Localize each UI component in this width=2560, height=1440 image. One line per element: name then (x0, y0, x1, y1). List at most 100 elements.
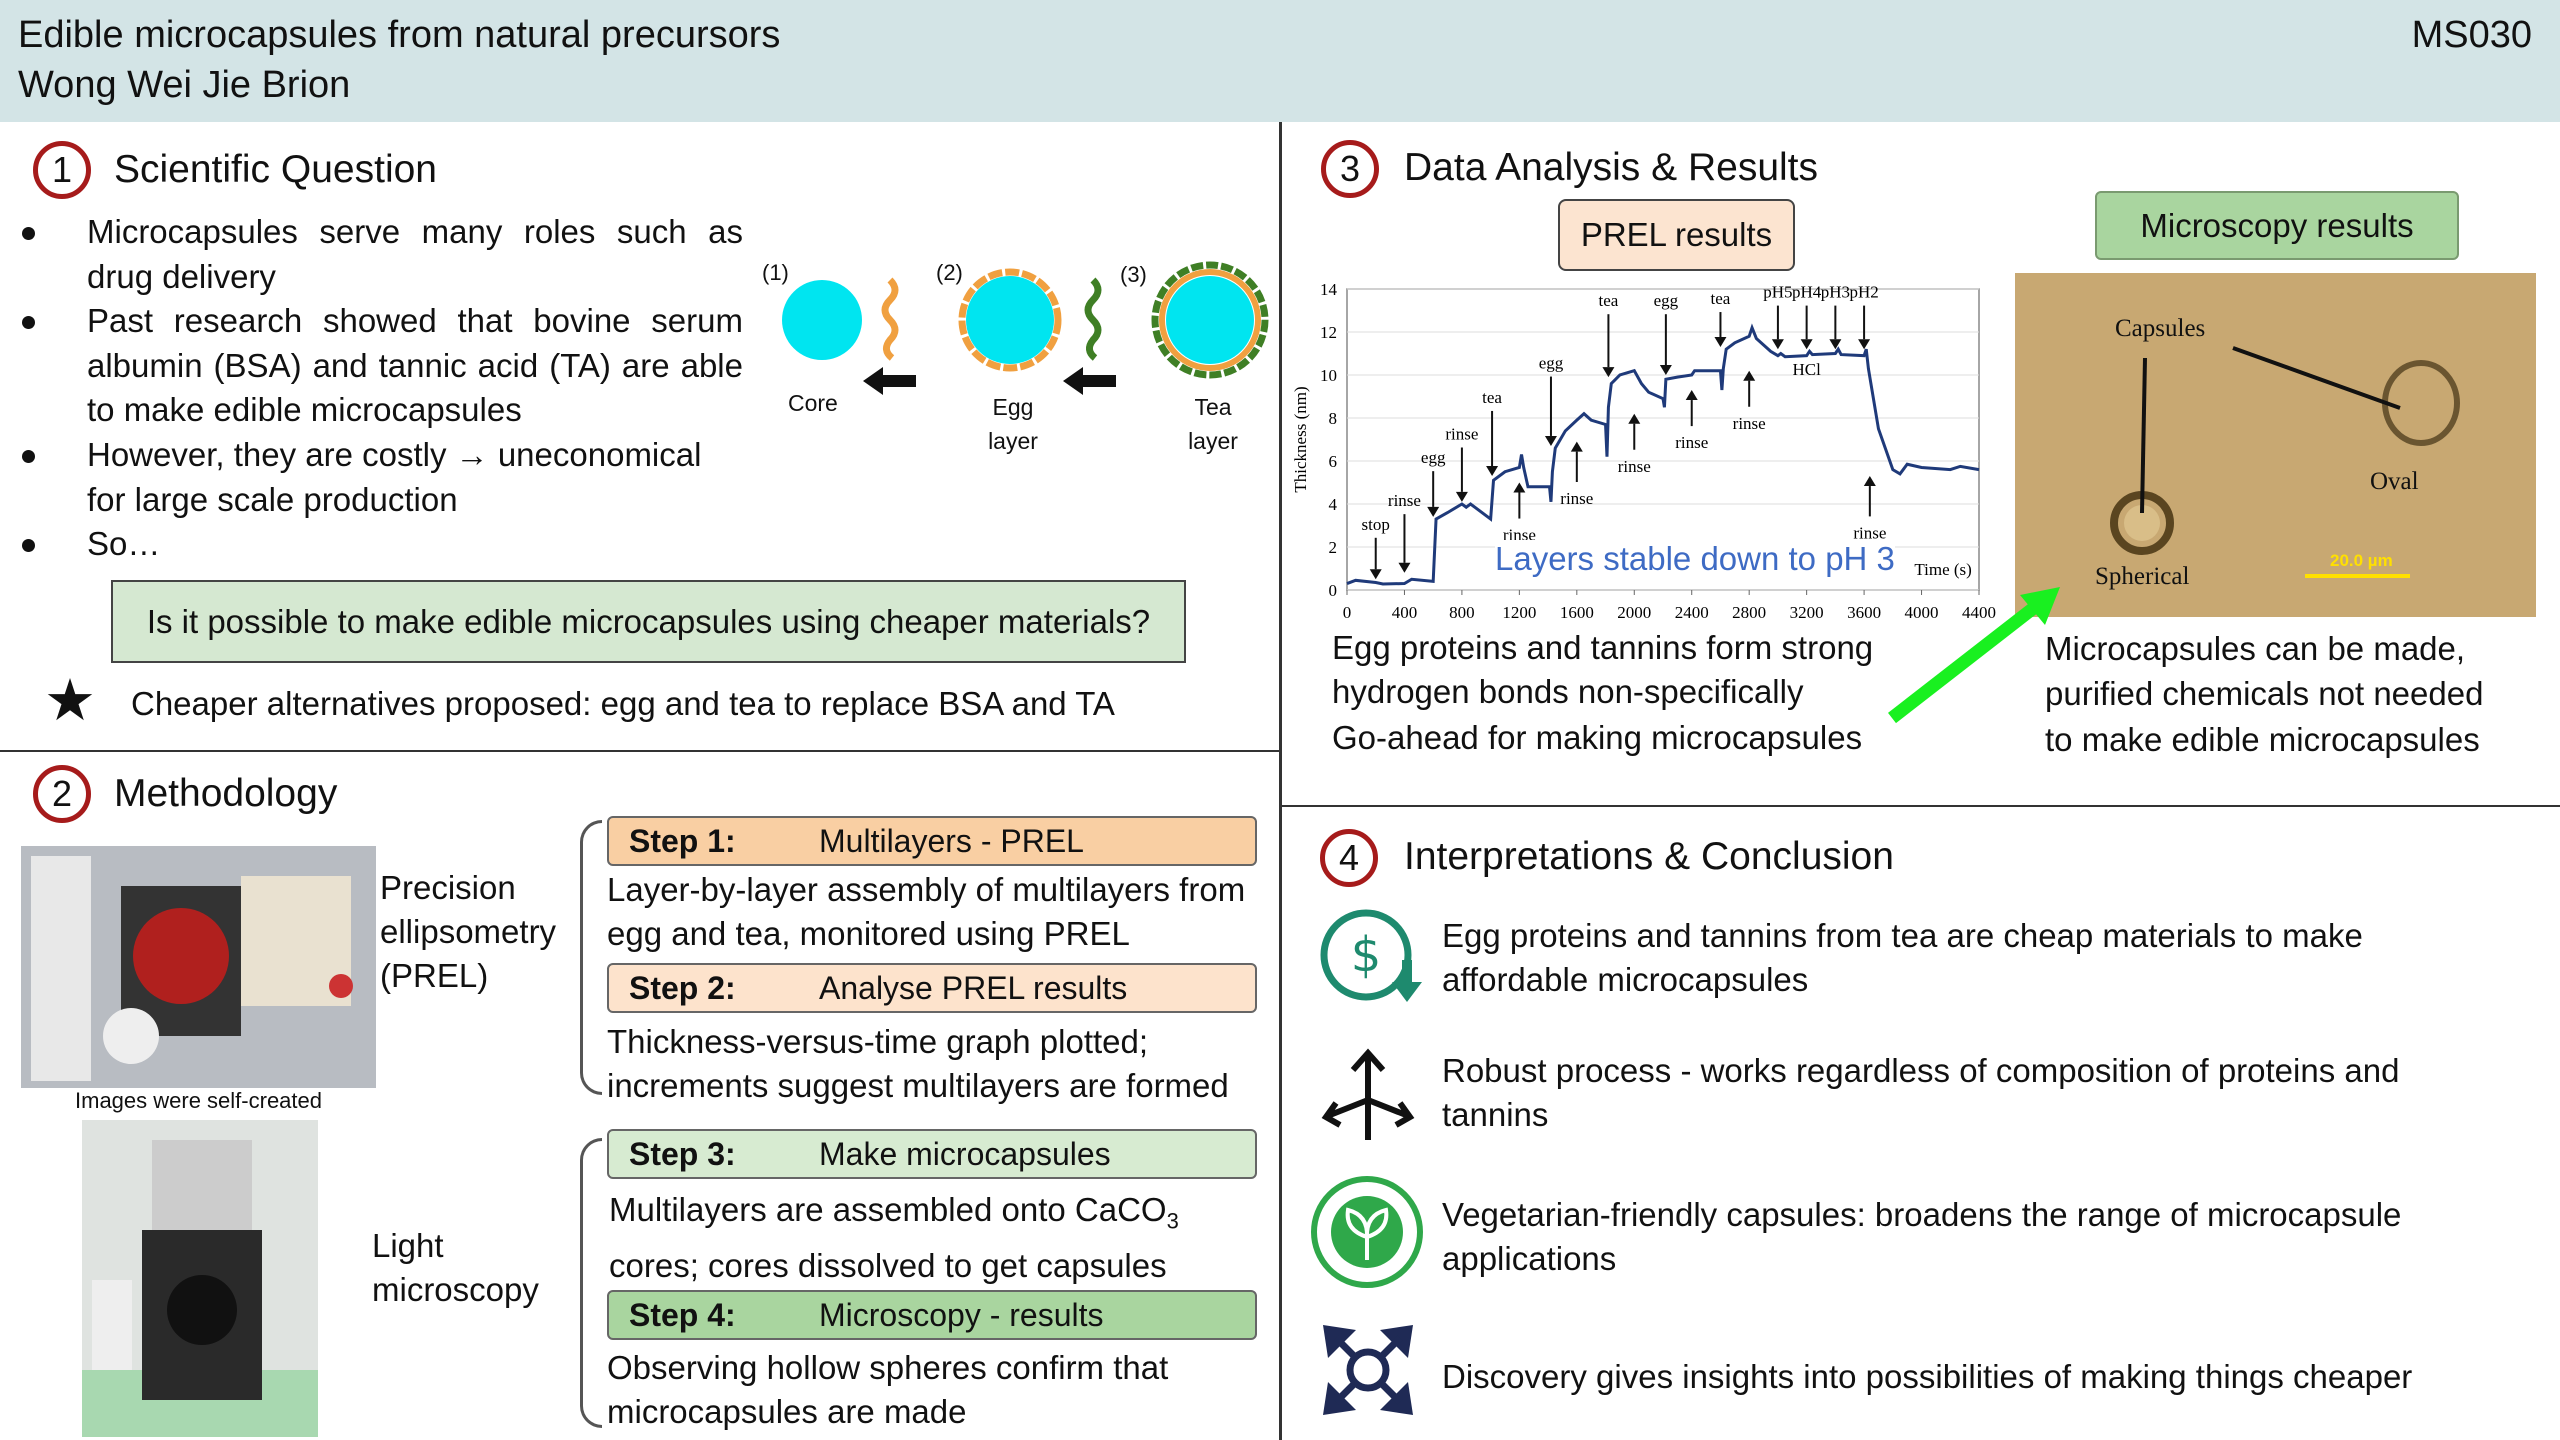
annotation-label: rinse (1388, 491, 1421, 510)
tea-layer-core (1166, 276, 1254, 364)
annotation-label: tea (1711, 289, 1731, 308)
step-desc: Observing hollow spheres confirm that mi… (607, 1349, 1169, 1430)
y-tick-label: 6 (1329, 452, 1338, 471)
step-name: Multilayers - PREL (819, 822, 1084, 859)
section-title-data-analysis: Data Analysis & Results (1404, 146, 1819, 189)
author-name: Wong Wei Jie Brion (18, 64, 351, 106)
prel-conclusion-3: Go-ahead for making microcapsules (1332, 719, 1863, 756)
annotation-arrowhead (1398, 562, 1411, 573)
step-desc: cores; cores dissolved to get capsules (609, 1246, 1167, 1284)
annotation-label: tea (1599, 291, 1619, 310)
photo-caption: Images were self-created (75, 1088, 322, 1113)
microscopy-results-label: Microscopy results (2095, 191, 2459, 260)
layer-diagram: (1) (2) (3) Core Egg layer Tea layer (758, 255, 1278, 455)
annotation-arrowhead (1714, 337, 1727, 348)
step-desc: Layer-by-layer assembly of multilayers f… (607, 871, 1246, 952)
step-4-description: Observing hollow spheres confirm that mi… (607, 1346, 1247, 1434)
scale-bar-label: 20.0 µm (2330, 551, 2393, 570)
microscopy-conclusion-2: purified chemicals not needed (2045, 675, 2484, 712)
annotation-label: pH2 (1849, 283, 1878, 302)
vertical-divider (1279, 122, 1282, 1440)
layer-diagram-graphic (782, 261, 1269, 395)
x-tick-label: 3600 (1847, 603, 1881, 622)
split-arrows-icon (1321, 1048, 1415, 1140)
expand-arrows-icon (1323, 1325, 1413, 1415)
core-circle (782, 280, 862, 360)
annotation-label: pH4 (1792, 283, 1822, 302)
y-tick-label: 8 (1329, 409, 1338, 428)
annotation-label: pH3 (1821, 283, 1850, 302)
y-tick-label: 12 (1320, 323, 1337, 342)
step-1-header: Step 1:Multilayers - PREL (607, 816, 1257, 866)
x-tick-label: 800 (1449, 603, 1475, 622)
y-tick-label: 0 (1329, 581, 1338, 600)
tea-tannin-strand (1084, 277, 1102, 361)
y-tick-label: 4 (1329, 495, 1338, 514)
x-tick-label: 4400 (1962, 603, 1996, 622)
step-name: Analyse PREL results (819, 969, 1128, 1006)
light-microscopy-label: Light microscopy (372, 1227, 539, 1308)
step-desc: Thickness-versus-time graph plotted; inc… (607, 1023, 1229, 1104)
prel-instrument-photo (21, 846, 376, 1088)
section-number-3: 3 (1321, 140, 1379, 198)
diagram-step-3: (3) (1120, 262, 1147, 287)
annotation-arrowhead (1771, 339, 1784, 350)
spherical-label: Spherical (2095, 563, 2190, 590)
conclusion-4-line1: Discovery gives insights into possibilit… (1442, 1358, 2413, 1395)
prel-conclusion-2: hydrogen bonds non-specifically (1332, 673, 1804, 710)
star-icon: ★ (44, 668, 96, 733)
svg-text:$: $ (1351, 927, 1382, 983)
bullet-text: Microcapsules serve many roles such as d… (87, 213, 743, 295)
microscopy-conclusion-3: to make edible microcapsules (2045, 721, 2480, 758)
annotation-label: rinse (1503, 526, 1536, 545)
alternatives-text: Cheaper alternatives proposed: egg and t… (131, 685, 1115, 722)
step-name: Microscopy - results (819, 1296, 1104, 1333)
bullet-dot (22, 227, 35, 240)
annotation-arrowhead (1800, 339, 1813, 350)
annotation-arrowhead (1628, 413, 1641, 424)
annotation-label: tea (1482, 388, 1502, 407)
annotation-arrowhead (1659, 365, 1672, 375)
annotation-label: egg (1539, 354, 1564, 373)
annotation-label: pH5 (1763, 283, 1792, 302)
chart-note: HCl (1792, 360, 1821, 379)
prel-conclusion-1: Egg proteins and tannins form strong (1332, 629, 1874, 666)
microscopy-image: Capsules Oval Spherical 20.0 µm (2015, 273, 2536, 617)
header-bar: Edible microcapsules from natural precur… (0, 0, 2560, 122)
annotation-arrowhead (1544, 435, 1557, 446)
annotation-arrowhead (1369, 569, 1382, 580)
annotation-arrowhead (1685, 390, 1698, 401)
arrow-left-icon (1063, 367, 1116, 395)
section-number-2: 2 (33, 765, 91, 823)
annotation-label: egg (1654, 291, 1679, 310)
x-tick-label: 400 (1392, 603, 1418, 622)
prel-results-label: PREL results (1558, 199, 1795, 271)
step-2-description: Thickness-versus-time graph plotted; inc… (607, 1020, 1267, 1108)
step-number: Step 3: (629, 1135, 736, 1172)
y-axis-label: Thickness (nm) (1291, 386, 1310, 492)
microscopy-conclusion-1: Microcapsules can be made, (2045, 630, 2466, 667)
brace-prel (580, 820, 602, 1095)
section-number-4: 4 (1320, 829, 1378, 887)
egg-layer-ring (958, 268, 1062, 372)
conclusion-2-line2: tannins (1442, 1096, 1549, 1133)
section-title-conclusion: Interpretations & Conclusion (1404, 835, 1894, 878)
left-divider (0, 750, 1280, 752)
bullet-text: So… (87, 525, 161, 562)
annotation-arrowhead (1486, 466, 1499, 477)
x-tick-label: 0 (1343, 603, 1352, 622)
subscript: 3 (1166, 1208, 1179, 1234)
poster-title: Edible microcapsules from natural precur… (18, 14, 781, 56)
x-tick-label: 1600 (1560, 603, 1594, 622)
annotation-arrowhead (1829, 339, 1842, 350)
x-tick-label: 1200 (1502, 603, 1536, 622)
section-title-methodology: Methodology (114, 772, 338, 815)
conclusion-1-line1: Egg proteins and tannins from tea are ch… (1442, 917, 2363, 954)
vegan-badge-text: VEGAN FRIENDLY (1310, 1175, 1311, 1176)
section-title-scientific-question: Scientific Question (114, 148, 437, 191)
oval-label: Oval (2370, 468, 2419, 495)
conclusion-1-line2: affordable microcapsules (1442, 961, 1809, 998)
bullet-dot (22, 450, 35, 463)
